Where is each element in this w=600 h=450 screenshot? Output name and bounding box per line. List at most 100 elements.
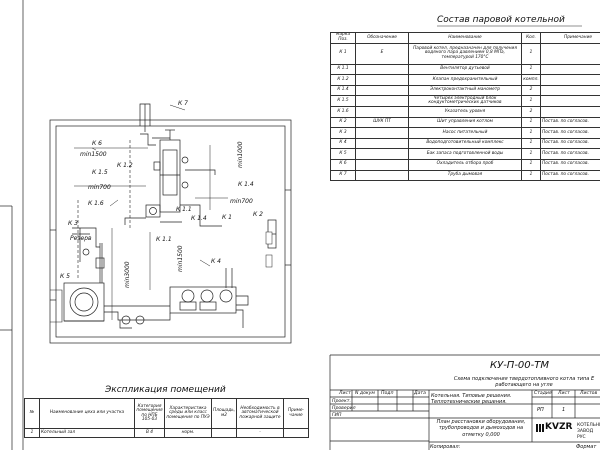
composition-cell-qty: 1 bbox=[521, 158, 541, 171]
composition-cell-qty: компл. bbox=[521, 74, 541, 86]
composition-cell-qty: 2 bbox=[521, 105, 541, 118]
explication-header-row: № Наименование цеха или участка Категори… bbox=[24, 398, 309, 429]
composition-title: Состав паровой котельной bbox=[437, 15, 565, 25]
title-block-frame bbox=[329, 354, 600, 450]
sheets-header: Листов bbox=[580, 391, 598, 396]
stage-header: Стадия bbox=[534, 391, 552, 396]
composition-cell-designation bbox=[355, 127, 409, 139]
composition-cell-qty: 1 bbox=[521, 148, 541, 160]
header-note: Примечание bbox=[540, 32, 600, 44]
composition-cell-name: Шит управления котлом bbox=[408, 116, 522, 129]
col-date: Дата bbox=[414, 391, 426, 396]
label-k2: К 2 bbox=[253, 211, 263, 218]
expl-cell-area bbox=[211, 428, 237, 438]
composition-cell-note bbox=[540, 84, 600, 97]
composition-cell-mark: К 1.2 bbox=[330, 74, 356, 86]
composition-cell-name: Клапан предохранительный bbox=[408, 74, 522, 86]
expl-header-need: Необходимость в автоматической пожарной … bbox=[236, 398, 284, 429]
composition-cell-designation bbox=[355, 95, 409, 107]
composition-cell-name: Указатель уровня bbox=[408, 105, 522, 118]
composition-cell-note bbox=[540, 105, 600, 118]
composition-cell-mark: К 1.4 bbox=[330, 84, 356, 97]
composition-cell-name: Электроконтактный манометр bbox=[408, 84, 522, 97]
composition-cell-mark: К 4 bbox=[330, 137, 356, 150]
expl-cell-num: 1 bbox=[24, 428, 40, 438]
composition-cell-designation bbox=[355, 137, 409, 150]
composition-cell-note: Постав. по согласов. bbox=[540, 137, 600, 150]
role-proekt: Проект. bbox=[332, 399, 351, 404]
label-min1500-a: min1500 bbox=[80, 151, 107, 158]
brand-subtitle: КОТЕЛЬНЫЙ ЗАВОД РУС bbox=[577, 423, 600, 440]
composition-cell-name: Паровой котел, предназначен для получени… bbox=[408, 42, 522, 65]
label-min700-a: min700 bbox=[88, 184, 111, 191]
explication-table: № Наименование цеха или участка Категори… bbox=[24, 398, 309, 438]
composition-cell-name: Вентилятор дутьевой bbox=[408, 63, 522, 76]
composition-cell-designation bbox=[355, 169, 409, 182]
composition-cell-note: Постав. по согласов. bbox=[540, 116, 600, 129]
composition-cell-note: Постав. по согласов. bbox=[540, 127, 600, 139]
label-min1500-b: min1500 bbox=[177, 245, 184, 272]
sheet-value: 1 bbox=[562, 407, 566, 413]
room-outer-wall bbox=[49, 119, 292, 344]
composition-cell-name: Труба дымовая bbox=[408, 169, 522, 182]
composition-cell-note bbox=[540, 95, 600, 107]
expl-header-area: Площадь, м2 bbox=[211, 398, 237, 429]
label-k1: К 1 bbox=[222, 214, 232, 221]
header-name: Наименование bbox=[408, 32, 522, 44]
room-inner-wall bbox=[55, 125, 286, 338]
label-k7: К 7 bbox=[178, 100, 188, 107]
composition-cell-qty: 1 bbox=[521, 137, 541, 150]
composition-cell-mark: К 1.1 bbox=[330, 63, 356, 76]
composition-cell-mark: К 1.6 bbox=[330, 105, 356, 118]
expl-cell-name: Котельный зал bbox=[39, 428, 135, 438]
composition-cell-mark: К 1.5 bbox=[330, 95, 356, 107]
header-designation: Обозначение bbox=[355, 32, 409, 44]
composition-cell-qty: 1 bbox=[521, 42, 541, 65]
header-mark: Марка Поз. bbox=[330, 32, 356, 44]
water-treatment-k4 bbox=[169, 286, 237, 314]
label-k4: К 4 bbox=[211, 258, 221, 265]
expl-header-name: Наименование цеха или участка bbox=[39, 398, 135, 429]
composition-cell-name: Насос питательный bbox=[408, 127, 522, 139]
brand-logo-icon bbox=[536, 424, 544, 432]
label-min700-b: min700 bbox=[230, 198, 253, 205]
stage-value: РП bbox=[537, 407, 544, 413]
role-gip: ГИП bbox=[332, 413, 342, 418]
composition-header-row: Марка Поз. Обозначение Наименование Кол.… bbox=[330, 32, 600, 44]
explication-title: Экспликация помещений bbox=[105, 385, 226, 395]
composition-cell-qty: 1 bbox=[521, 63, 541, 76]
col-sign: Подп bbox=[381, 391, 394, 396]
composition-cell-qty: 1 bbox=[521, 169, 541, 182]
composition-cell-designation bbox=[355, 148, 409, 160]
composition-cell-name: Бак запаса подготовленной воды bbox=[408, 148, 522, 160]
label-k5: К 5 bbox=[60, 273, 70, 280]
composition-table: Марка Поз. Обозначение Наименование Кол.… bbox=[330, 32, 600, 182]
expl-cell-note bbox=[283, 428, 309, 438]
composition-cell-name: Водоподготовительный комплекс bbox=[408, 137, 522, 150]
label-k14-b: К 1.4 bbox=[238, 181, 254, 188]
format-label: Формат bbox=[576, 444, 597, 450]
copied-label: Копировал: bbox=[430, 444, 461, 450]
sheet-header: Лист bbox=[558, 391, 570, 396]
expl-cell-characteristic: норм. bbox=[164, 428, 212, 438]
label-k11-b: К 1.1 bbox=[156, 236, 172, 243]
composition-cell-note bbox=[540, 74, 600, 86]
composition-cell-designation bbox=[355, 63, 409, 76]
col-list: Лист bbox=[339, 391, 351, 396]
composition-cell-note bbox=[540, 63, 600, 76]
composition-cell-designation bbox=[355, 84, 409, 97]
composition-cell-qty: 2 bbox=[521, 84, 541, 97]
label-k11: К 1.1 bbox=[176, 206, 192, 213]
expl-cell-category: В 4 bbox=[134, 428, 165, 438]
composition-cell-designation: Е bbox=[355, 42, 409, 65]
label-k12: К 1.2 bbox=[117, 162, 133, 169]
composition-cell-mark: К 2 bbox=[330, 116, 356, 129]
label-min1000: min1000 bbox=[237, 141, 244, 168]
